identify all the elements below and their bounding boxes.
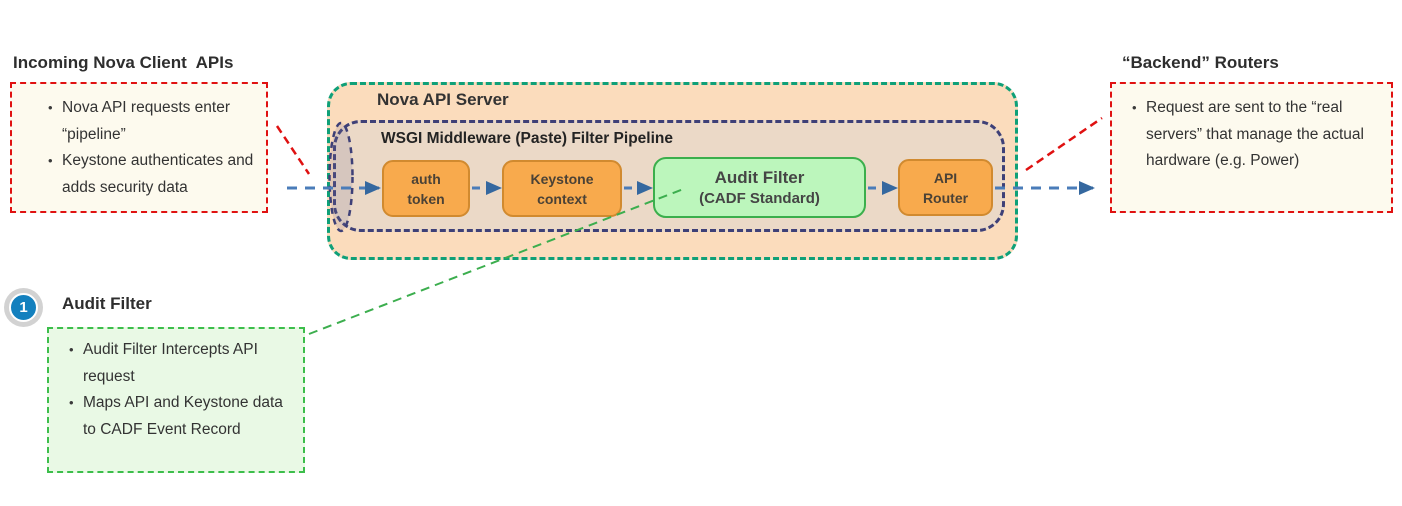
stage-api-router: API Router (898, 159, 993, 216)
backend-routers-note: Request are sent to the “real servers” t… (1110, 82, 1393, 213)
audit-filter-callout-title: Audit Filter (62, 294, 152, 313)
backend-routers-bullet-list: Request are sent to the “real servers” t… (1130, 95, 1385, 175)
backend-routers-title: “Backend” Routers (1122, 53, 1279, 72)
stage-label: auth (411, 170, 441, 187)
stage-label: (CADF Standard) (699, 189, 820, 207)
step-number-ring: 1 (4, 288, 43, 327)
bullet-item: Maps API and Keystone data to CADF Event… (69, 390, 297, 443)
incoming-apis-bullet-list: Nova API requests enter “pipeline” Keyst… (37, 95, 260, 201)
stage-label: Audit Filter (714, 167, 805, 187)
audit-filter-callout-note: Audit Filter Intercepts API request Maps… (47, 327, 305, 473)
stage-keystone-context: Keystone context (502, 160, 622, 217)
bullet-item: Audit Filter Intercepts API request (69, 337, 297, 390)
step-number-badge: 1 (9, 293, 38, 322)
incoming-apis-title: Incoming Nova Client APIs (13, 53, 234, 72)
stage-auth-token: auth token (382, 160, 470, 217)
stage-label: token (407, 190, 445, 207)
bullet-item: Keystone authenticates and adds security… (48, 148, 260, 201)
backend-annotation-line (1025, 116, 1103, 172)
stage-label: context (537, 190, 587, 207)
audit-filter-bullet-list: Audit Filter Intercepts API request Maps… (69, 337, 297, 443)
stage-label: Router (922, 189, 969, 206)
stage-label: Keystone (530, 170, 594, 187)
nova-api-server-title: Nova API Server (377, 90, 509, 109)
stage-label: API (933, 169, 958, 186)
bullet-item: Nova API requests enter “pipeline” (48, 95, 260, 148)
bullet-item: Request are sent to the “real servers” t… (1132, 95, 1385, 175)
wsgi-pipeline-title: WSGI Middleware (Paste) Filter Pipeline (381, 130, 673, 147)
incoming-apis-note: Nova API requests enter “pipeline” Keyst… (10, 82, 268, 213)
incoming-annotation-line (275, 125, 311, 175)
stage-audit-filter: Audit Filter (CADF Standard) (653, 157, 866, 218)
